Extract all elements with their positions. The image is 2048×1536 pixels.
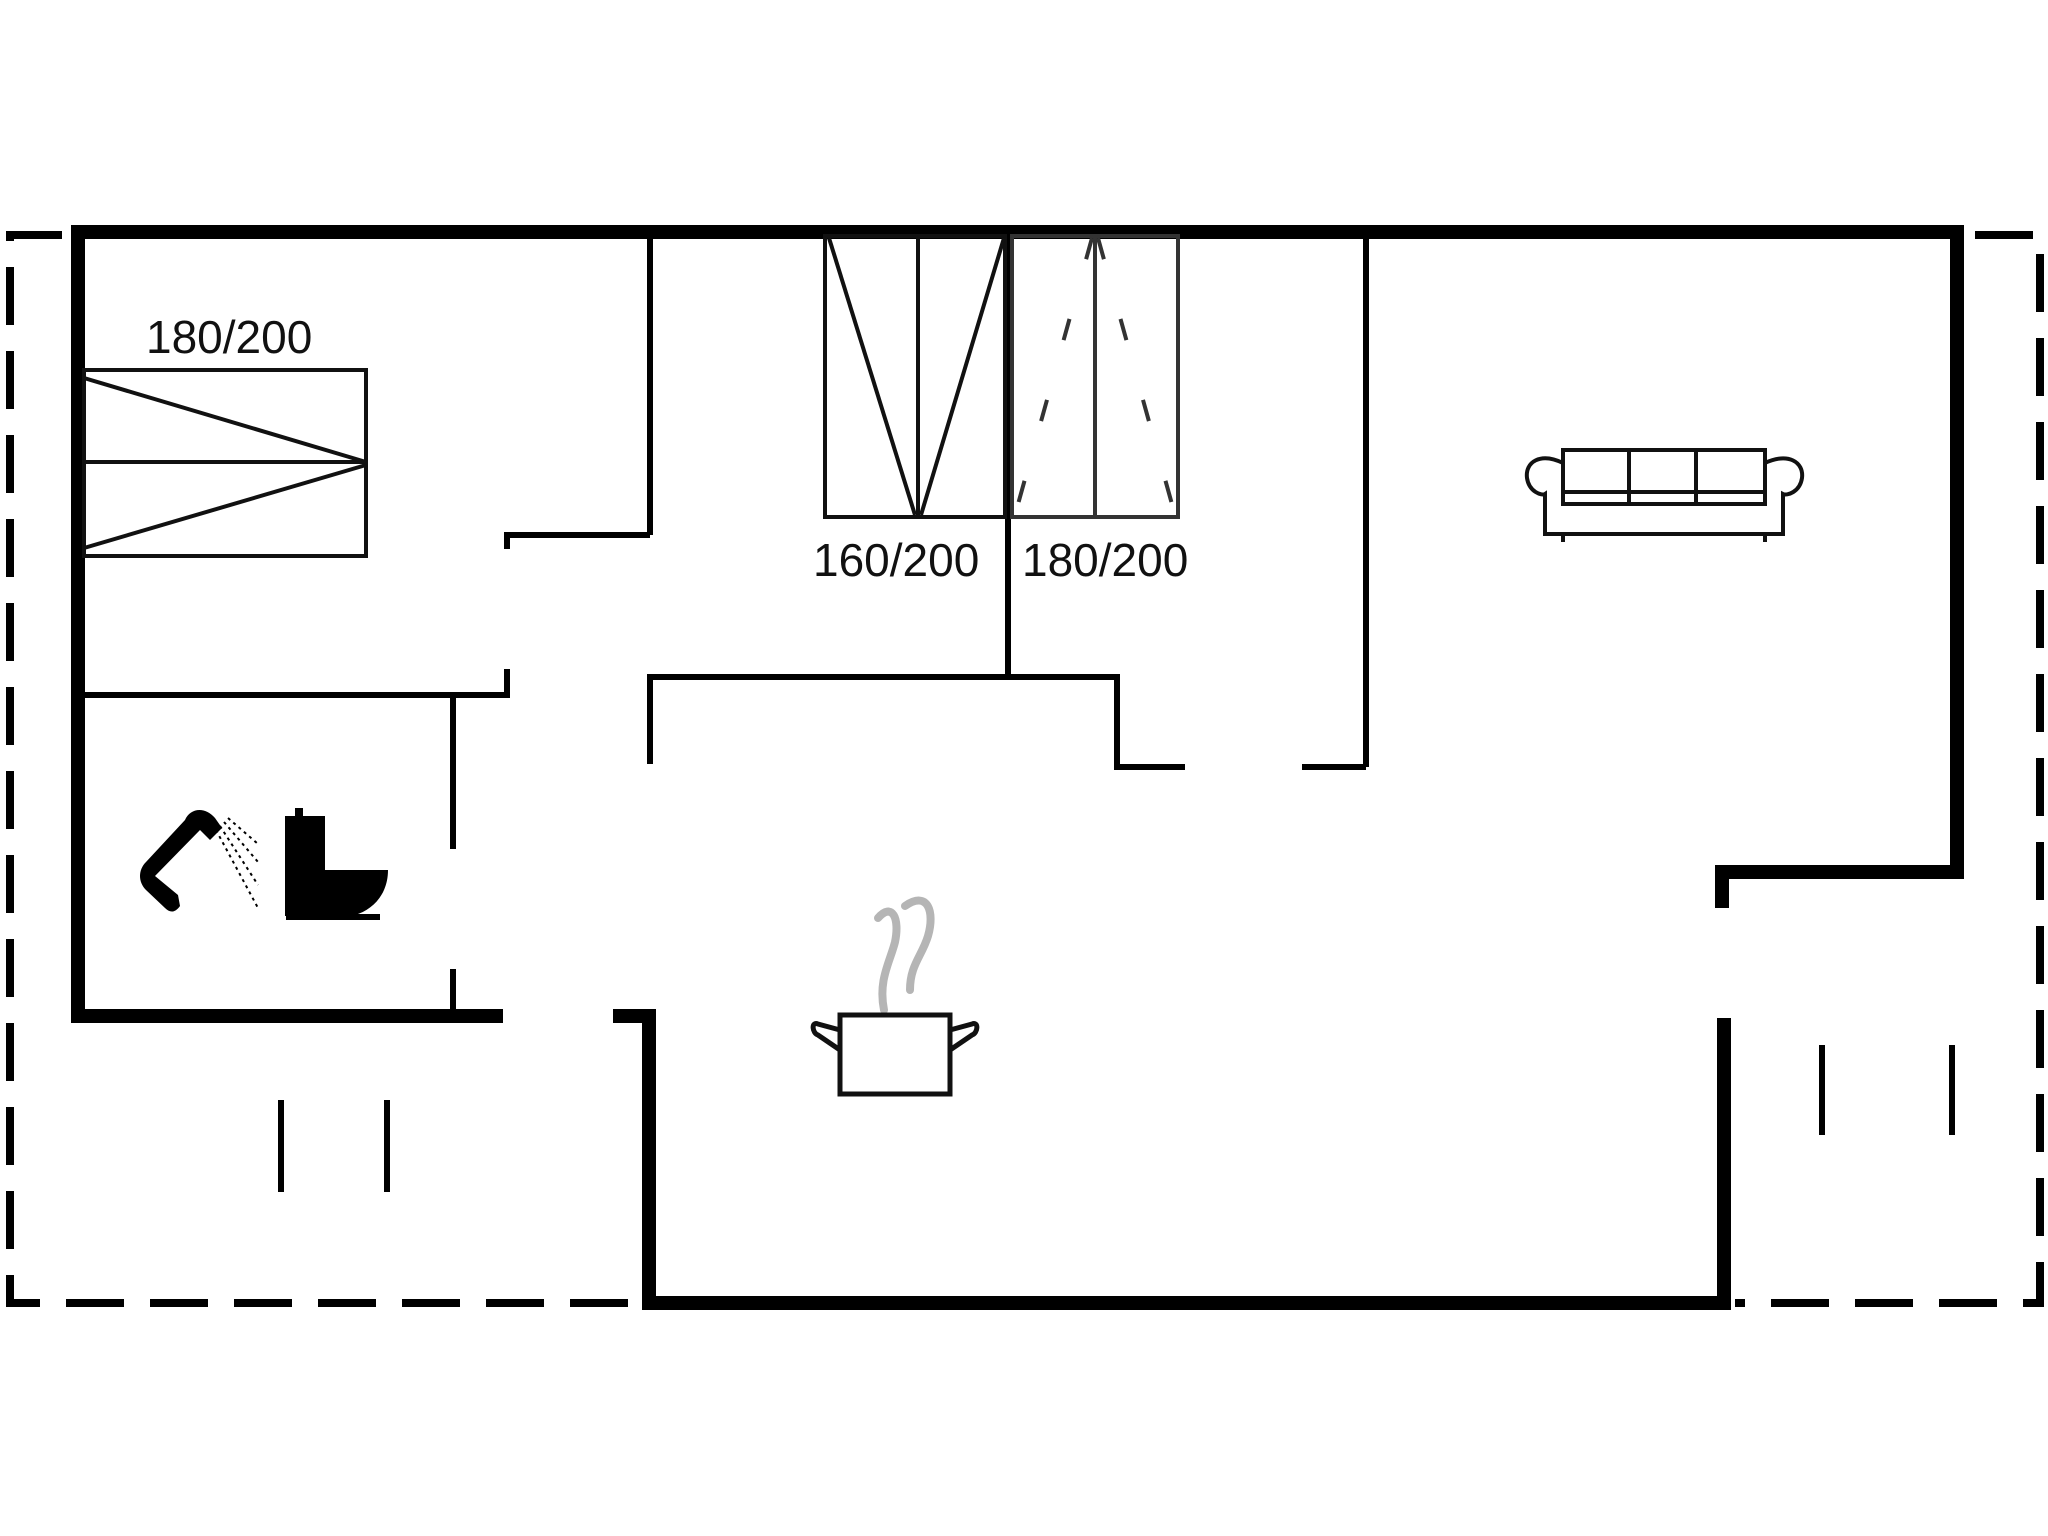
bed-3-icon — [1010, 234, 1180, 519]
bed-2-label: 160/200 — [813, 534, 980, 586]
sofa-icon — [1524, 448, 1805, 542]
terrace-posts — [278, 1045, 1955, 1192]
shower-icon — [140, 809, 259, 912]
cooking-pot-icon — [810, 896, 980, 1097]
bed-2-icon — [823, 234, 1007, 519]
bed-3-label: 180/200 — [1022, 534, 1189, 586]
interior-walls — [78, 232, 1369, 1016]
exterior-walls — [71, 225, 1964, 1310]
bed-1-label: 180/200 — [146, 311, 313, 363]
bed-1-icon — [82, 368, 368, 558]
terrace-outline — [6, 231, 2044, 1307]
toilet-icon — [285, 808, 388, 920]
